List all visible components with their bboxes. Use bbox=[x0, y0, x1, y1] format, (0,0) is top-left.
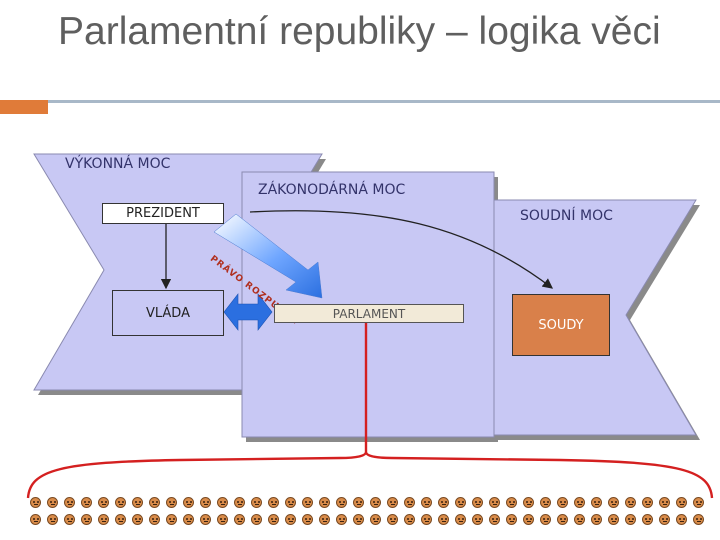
citizen-face-icon bbox=[183, 497, 194, 508]
citizen-face-icon bbox=[625, 514, 636, 525]
citizen-face-icon bbox=[642, 514, 653, 525]
citizen-face-icon bbox=[319, 497, 330, 508]
citizen-face-icon bbox=[489, 514, 500, 525]
citizen-face-icon bbox=[404, 514, 415, 525]
citizen-face-icon bbox=[64, 497, 75, 508]
citizen-face-icon bbox=[591, 497, 602, 508]
citizen-face-icon bbox=[455, 497, 466, 508]
executive-power-label: VÝKONNÁ MOC bbox=[65, 156, 171, 172]
citizens-bracket bbox=[26, 451, 714, 499]
citizen-face-icon bbox=[387, 497, 398, 508]
citizen-face-icon bbox=[81, 497, 92, 508]
citizen-face-icon bbox=[285, 514, 296, 525]
citizen-face-icon bbox=[438, 514, 449, 525]
citizen-face-icon bbox=[302, 497, 313, 508]
citizen-face-icon bbox=[591, 514, 602, 525]
citizen-face-icon bbox=[47, 497, 58, 508]
government-box: VLÁDA bbox=[112, 290, 224, 336]
citizen-face-icon bbox=[166, 514, 177, 525]
citizen-face-icon bbox=[557, 497, 568, 508]
citizen-face-icon bbox=[608, 497, 619, 508]
citizen-face-icon bbox=[132, 514, 143, 525]
citizen-face-icon bbox=[404, 497, 415, 508]
citizen-face-icon bbox=[608, 514, 619, 525]
citizen-face-icon bbox=[676, 514, 687, 525]
title-accent-bar bbox=[0, 100, 48, 114]
citizen-face-icon bbox=[149, 497, 160, 508]
citizen-face-icon bbox=[30, 497, 41, 508]
citizen-face-icon bbox=[217, 497, 228, 508]
citizen-face-icon bbox=[336, 497, 347, 508]
citizen-face-icon bbox=[540, 514, 551, 525]
citizen-face-icon bbox=[557, 514, 568, 525]
citizen-face-icon bbox=[98, 497, 109, 508]
citizen-face-icon bbox=[506, 497, 517, 508]
citizen-face-icon bbox=[149, 514, 160, 525]
citizen-face-icon bbox=[455, 514, 466, 525]
citizen-face-icon bbox=[285, 497, 296, 508]
citizen-face-icon bbox=[642, 497, 653, 508]
citizen-face-icon bbox=[693, 514, 704, 525]
citizen-face-icon bbox=[387, 514, 398, 525]
citizen-face-icon bbox=[200, 514, 211, 525]
citizen-face-icon bbox=[30, 514, 41, 525]
citizen-face-icon bbox=[47, 514, 58, 525]
citizen-face-icon bbox=[523, 497, 534, 508]
citizen-face-icon bbox=[676, 497, 687, 508]
citizen-face-icon bbox=[421, 497, 432, 508]
citizen-face-icon bbox=[183, 514, 194, 525]
citizen-face-icon bbox=[251, 514, 262, 525]
dissolution-arrow bbox=[213, 213, 323, 299]
citizen-face-icon bbox=[234, 497, 245, 508]
title-underline bbox=[48, 100, 720, 103]
judicial-power-label: SOUDNÍ MOC bbox=[520, 208, 613, 224]
citizen-face-icon bbox=[370, 514, 381, 525]
citizen-face-icon bbox=[81, 514, 92, 525]
courts-box: SOUDY bbox=[512, 294, 610, 356]
citizen-face-icon bbox=[268, 514, 279, 525]
citizen-face-icon bbox=[625, 497, 636, 508]
citizen-face-icon bbox=[64, 514, 75, 525]
citizen-face-icon bbox=[370, 497, 381, 508]
citizen-face-icon bbox=[115, 514, 126, 525]
citizen-face-icon bbox=[336, 514, 347, 525]
citizen-face-icon bbox=[489, 497, 500, 508]
citizen-face-icon bbox=[438, 497, 449, 508]
citizen-face-icon bbox=[353, 497, 364, 508]
citizen-face-icon bbox=[234, 514, 245, 525]
citizen-face-icon bbox=[659, 514, 670, 525]
legislative-to-courts-arrow bbox=[249, 210, 554, 289]
citizen-face-icon bbox=[472, 497, 483, 508]
government-parliament-double-arrow bbox=[223, 293, 273, 331]
citizen-face-icon bbox=[540, 497, 551, 508]
citizen-face-icon bbox=[574, 514, 585, 525]
citizen-face-icon bbox=[421, 514, 432, 525]
citizen-face-icon bbox=[217, 514, 228, 525]
citizen-face-icon bbox=[251, 497, 262, 508]
citizen-face-icon bbox=[166, 497, 177, 508]
citizen-face-icon bbox=[693, 497, 704, 508]
citizen-face-icon bbox=[132, 497, 143, 508]
parliament-box: PARLAMENT bbox=[274, 304, 464, 323]
slide-title: Parlamentní republiky – logika věci bbox=[58, 10, 661, 53]
legislative-power-label: ZÁKONODÁRNÁ MOC bbox=[258, 182, 406, 198]
citizen-face-icon bbox=[319, 514, 330, 525]
citizen-face-icon bbox=[472, 514, 483, 525]
citizen-face-icon bbox=[98, 514, 109, 525]
president-box: PREZIDENT bbox=[102, 203, 224, 224]
citizen-face-icon bbox=[353, 514, 364, 525]
citizen-face-icon bbox=[523, 514, 534, 525]
citizen-face-icon bbox=[659, 497, 670, 508]
citizen-face-icon bbox=[268, 497, 279, 508]
citizen-face-icon bbox=[574, 497, 585, 508]
citizen-face-icon bbox=[200, 497, 211, 508]
citizen-face-icon bbox=[115, 497, 126, 508]
citizen-face-icon bbox=[302, 514, 313, 525]
citizen-face-icon bbox=[506, 514, 517, 525]
